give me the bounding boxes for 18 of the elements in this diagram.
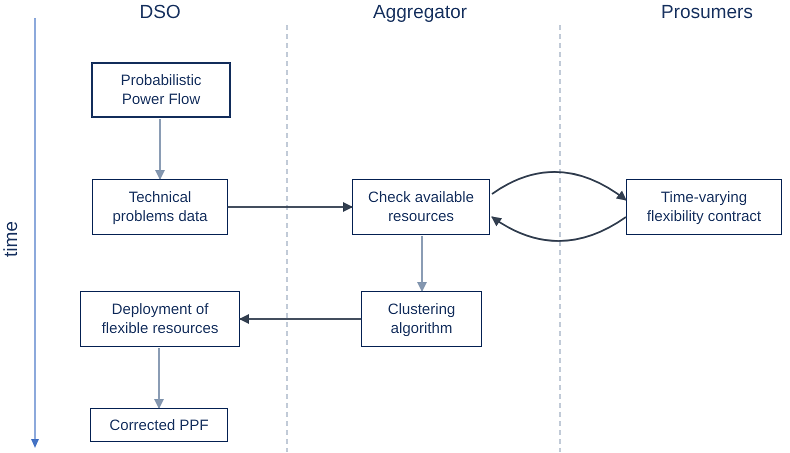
- lane-header: DSO: [140, 2, 181, 24]
- process-box: Probabilistic Power Flow: [91, 62, 231, 118]
- process-box: Clustering algorithm: [361, 291, 482, 347]
- arrow: [492, 171, 627, 201]
- lane-header: Aggregator: [373, 2, 468, 24]
- arrow: [228, 202, 353, 212]
- process-box: Corrected PPF: [90, 408, 228, 442]
- process-box: Technical problems data: [92, 179, 228, 235]
- arrow: [154, 348, 164, 409]
- arrow: [491, 216, 626, 242]
- arrow: [155, 119, 165, 180]
- arrow: [239, 314, 361, 324]
- lane-header: Prosumers: [661, 2, 753, 24]
- process-box: Time-varying flexibility contract: [626, 179, 782, 235]
- process-box: Deployment of flexible resources: [80, 291, 240, 347]
- axis-label: time: [0, 221, 23, 257]
- arrow: [417, 236, 427, 292]
- process-box: Check available resources: [352, 179, 490, 235]
